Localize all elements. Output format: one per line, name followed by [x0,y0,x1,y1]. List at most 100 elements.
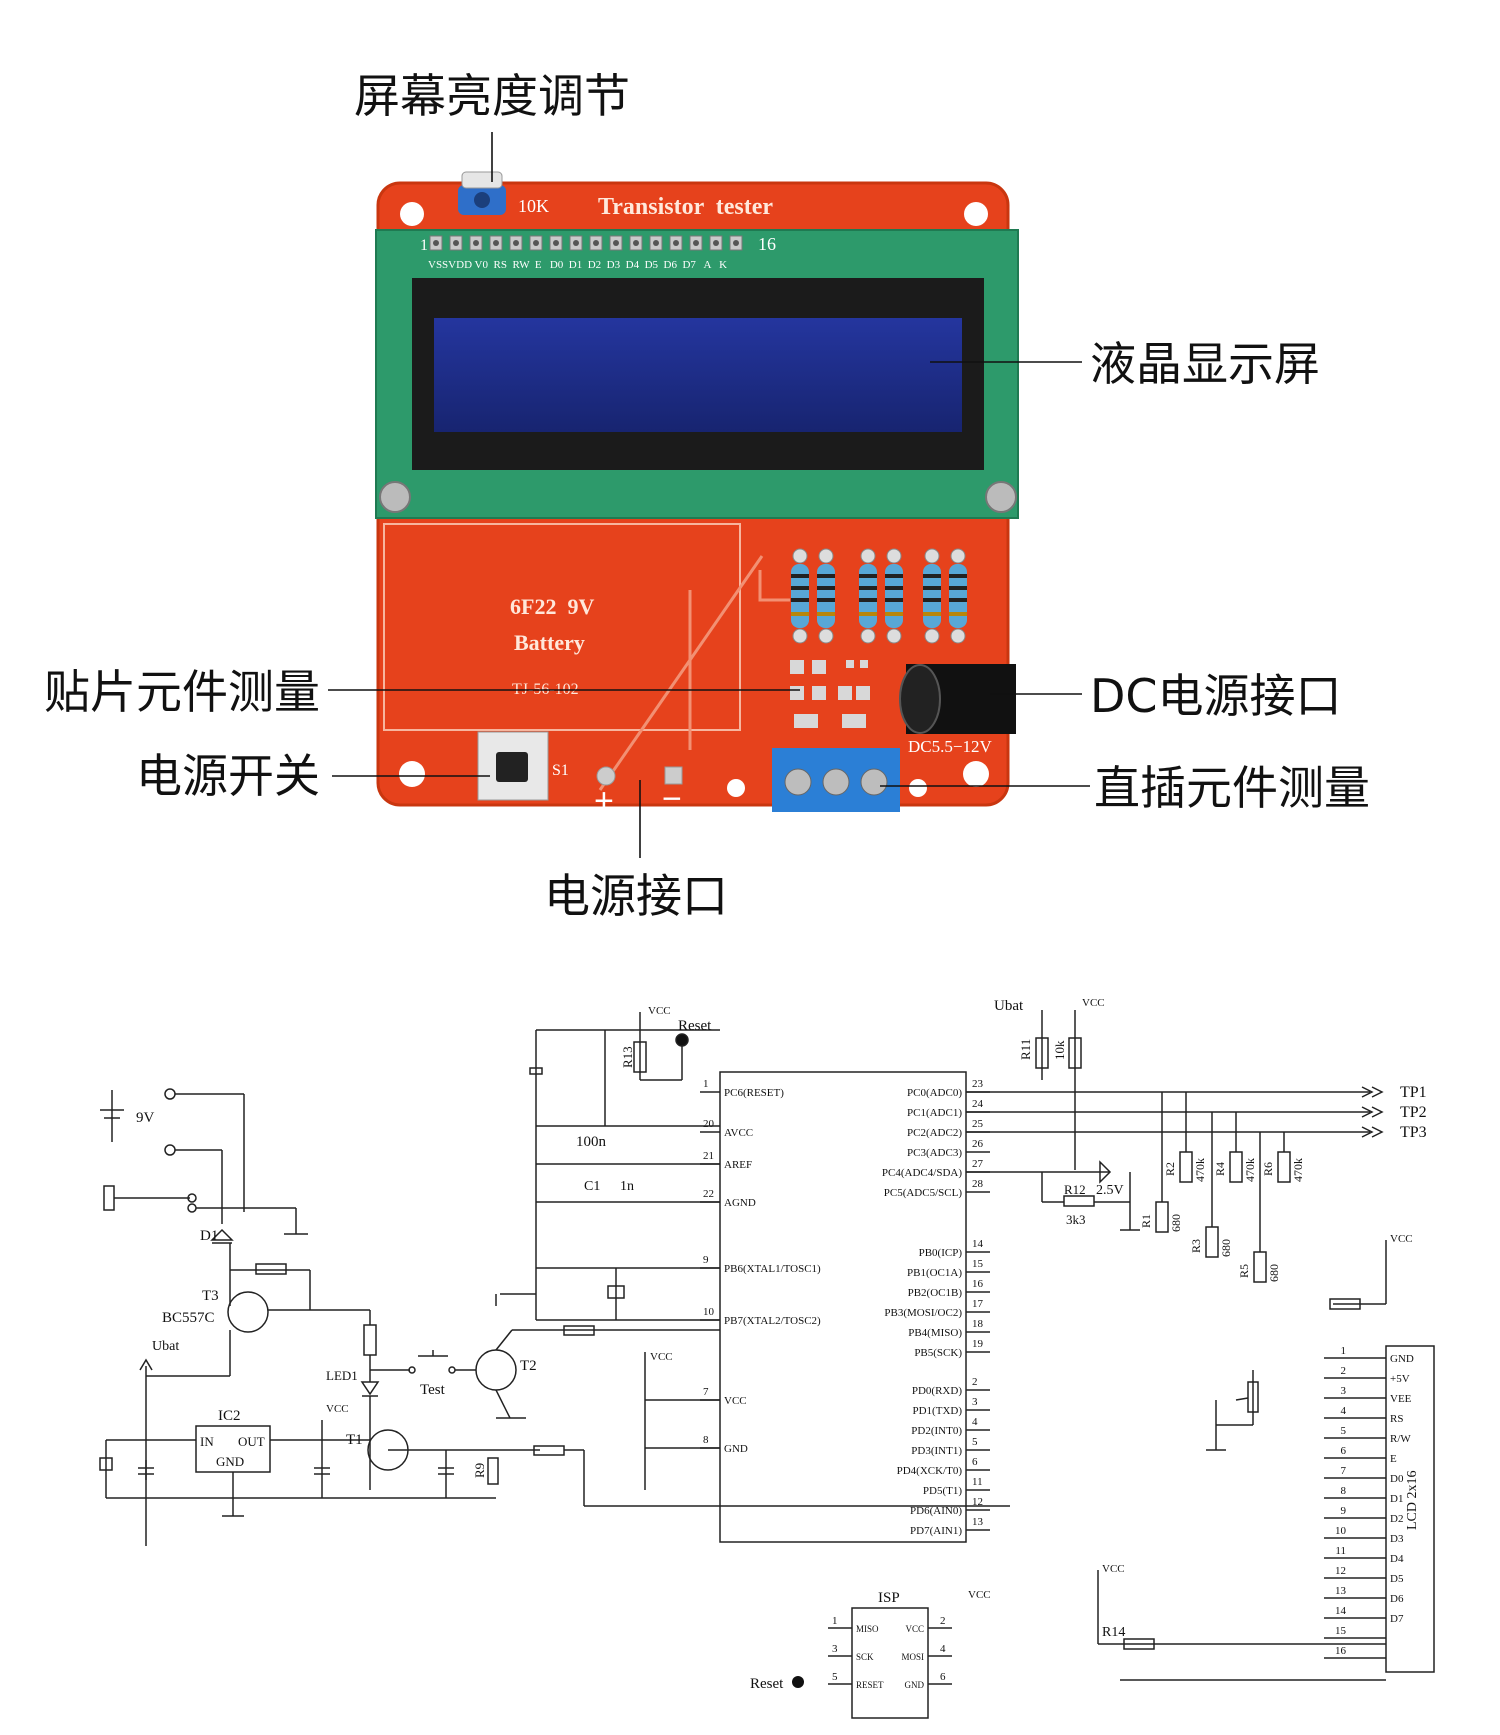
lcd-pin-name: D7 [1390,1613,1404,1625]
lcd-pin-number: 10 [1335,1525,1347,1537]
dc-jack[interactable] [899,664,1016,734]
schematic: 1PC6(RESET)20AVCC21AREF22AGND9PB6(XTAL1/… [99,997,1435,1719]
mcu-pin-name: PB4(MISO) [908,1327,962,1339]
resistor-component [949,548,967,644]
mcu-pin-number: 22 [703,1188,714,1200]
mcu-pin-name: PB3(MOSI/OC2) [884,1307,962,1319]
probe-low-value: 680 [1169,1214,1183,1232]
header-pin [609,235,623,251]
lcd-pin: 6E [1324,1445,1397,1465]
vcc-top-label: VCC [1082,997,1105,1009]
probe-low-label: R1 [1139,1214,1153,1228]
lcd-pin: 7D0 [1324,1465,1404,1485]
vcc-ic2-label: VCC [326,1403,349,1415]
power-pad-minus[interactable] [664,766,683,785]
batt-label: 9V [136,1110,155,1126]
r14-group [1097,1570,1386,1681]
terminal-block[interactable] [772,748,900,812]
isp-pin-number: 6 [940,1671,946,1683]
mcu-pin-number: 25 [972,1118,984,1130]
mcu-pin-name: PD0(RXD) [912,1385,962,1397]
board-figure: 10K Transistor tester 1 16 VSSVDD V0 RS … [44,69,1370,923]
dc-rating-label: DC5.5−12V [908,737,992,756]
smd-pads[interactable] [790,660,870,728]
mcu-pin-number: 16 [972,1278,984,1290]
mcu-right-pins: 23PC0(ADC0)24PC1(ADC1)25PC2(ADC2)26PC3(A… [882,1078,990,1537]
vcc-isp-label: VCC [968,1589,991,1601]
mcu-pin-name: PC5(ADC5/SCL) [884,1187,963,1199]
lcd-pin-name: VEE [1390,1393,1412,1405]
plus-label: + [594,782,614,820]
mcu-pin-number: 12 [972,1496,983,1508]
isp-body [851,1607,929,1719]
mcu-pin-number: 18 [972,1318,984,1330]
lcd-pin-number: 7 [1341,1465,1347,1477]
mcu-pin-number: 17 [972,1298,984,1310]
mcu-pin-name: GND [724,1443,748,1455]
brightness-potentiometer[interactable] [458,171,506,215]
probe-high-value: 470k [1193,1158,1207,1182]
mcu-pin-number: 11 [972,1476,983,1488]
lcd-pin-number: 12 [1335,1565,1346,1577]
probe-high-label: R4 [1213,1162,1227,1176]
isp-label: ISP [878,1590,900,1606]
header-pin [669,235,683,251]
lcd-pin-number: 15 [1335,1625,1347,1637]
power-input-section [99,1088,496,1546]
mcu-pin-number: 13 [972,1516,984,1528]
callout-dc-jack: DC电源接口 [1090,669,1342,723]
mcu-pin-number: 14 [972,1238,984,1250]
callout-switch: 电源开关 [136,749,320,803]
isp-pin-number: 3 [832,1643,838,1655]
t3-label: T3 [202,1288,219,1304]
resistor-component [791,548,809,644]
lcd-pin-number: 3 [1341,1385,1347,1397]
tp1-label: TP1 [1400,1084,1427,1101]
isp-pin-number: 2 [940,1615,946,1627]
header-pin [649,235,663,251]
resistor-component [923,548,941,644]
mcu-pin-name: PC1(ADC1) [907,1107,962,1119]
led-label: LED1 [326,1368,358,1383]
lcd-title: LCD 2x16 [1405,1471,1420,1531]
lcd-pin-name: D6 [1390,1593,1404,1605]
callout-brightness: 屏幕亮度调节 [354,69,630,123]
isp-pin-name: MOSI [901,1652,924,1662]
header-pin [449,235,463,251]
ref-network [966,1010,1140,1231]
callout-through-hole: 直插元件测量 [1094,761,1370,815]
mcu-pin-number: 15 [972,1258,984,1270]
lcd-header-pins [429,235,743,251]
pin-function-labels: VSSVDD V0 RS RW E D0 D1 D2 D3 D4 D5 D6 D… [428,259,727,271]
mcu-pin-name: VCC [724,1395,747,1407]
lcd-pin-name: D3 [1390,1533,1404,1545]
test-point-lines [966,1086,1384,1138]
mcu-pin-name: PC3(ADC3) [907,1147,962,1159]
reset-isp-label: Reset [750,1676,784,1692]
lcd-pin-number: 4 [1341,1405,1347,1417]
tp2-label: TP2 [1400,1104,1427,1121]
power-pad-plus[interactable] [596,766,616,786]
r14-label: R14 [1102,1625,1125,1640]
probe-low-value: 680 [1219,1239,1233,1257]
r12-label: R12 [1064,1182,1086,1197]
mcu-pin-number: 21 [703,1150,714,1162]
mcu-pin-number: 27 [972,1158,984,1170]
power-switch[interactable] [477,731,549,801]
